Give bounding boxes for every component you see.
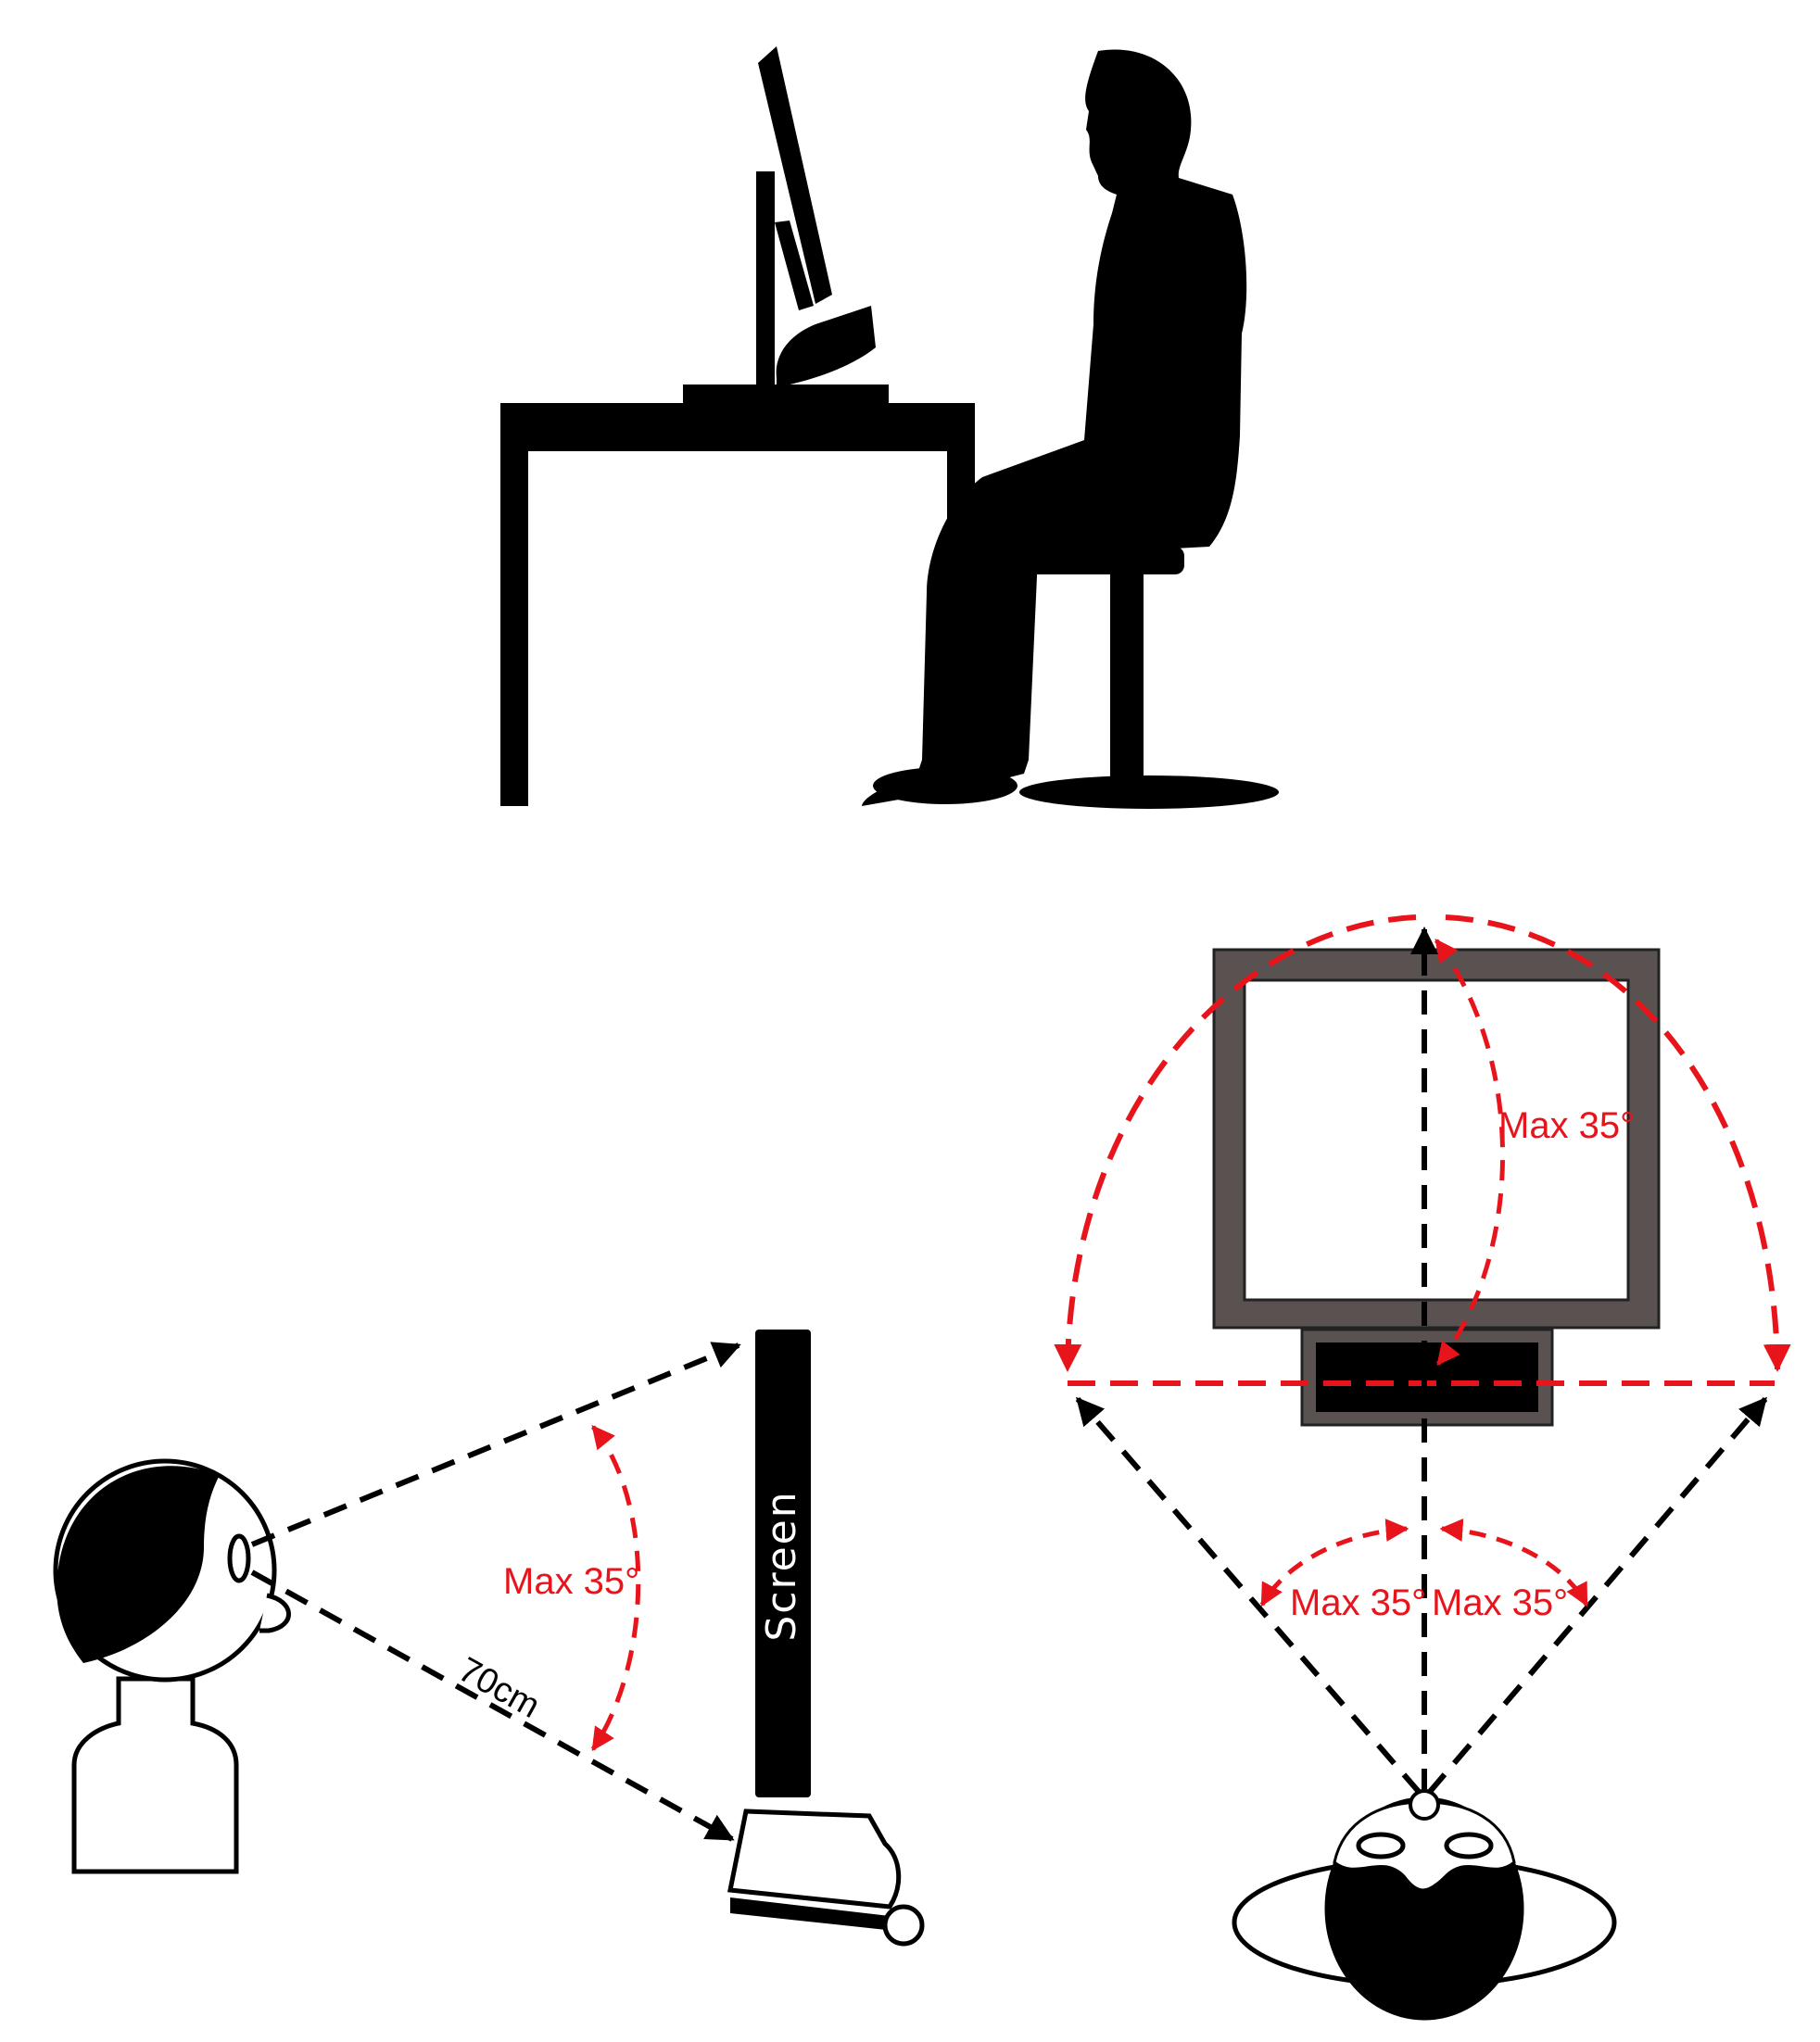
- top-vertical-angle-label: Max 35°: [1498, 1105, 1635, 1146]
- top-person-nose: [1409, 1789, 1440, 1821]
- top-outer-arc-right: [1445, 914, 1791, 1372]
- top-person-eye-left: [1356, 1832, 1406, 1859]
- top-person-face: [1333, 1800, 1516, 1892]
- keyboard-silhouette: [776, 306, 876, 387]
- person-shoe: [873, 767, 1017, 804]
- top-person-eye-right: [1444, 1832, 1494, 1859]
- screen-label: Screen: [758, 1490, 805, 1641]
- person-hair: [57, 1466, 220, 1663]
- chair-silhouette: [1019, 547, 1279, 809]
- side-angle-arc: [590, 1425, 641, 1752]
- top-outer-arc-left: [1054, 914, 1417, 1372]
- top-left-angle-arc: [1259, 1519, 1409, 1607]
- top-right-angle-arc: [1439, 1519, 1589, 1607]
- monitor-silhouette: [756, 46, 832, 389]
- top-sight-left: [1075, 1396, 1422, 1795]
- side-angle-label: Max 35°: [503, 1561, 639, 1602]
- workstation-silhouette: [500, 46, 1279, 809]
- person-body-outline: [71, 1676, 239, 1874]
- sight-line-lower: [250, 1569, 735, 1842]
- desk: [500, 384, 975, 806]
- person-eye: [227, 1533, 251, 1583]
- person-nose: [259, 1593, 291, 1633]
- side-screen: [755, 1330, 811, 1797]
- top-right-angle-label: Max 35°: [1432, 1582, 1568, 1623]
- top-view: Max 35° Max 35° Max 35°: [1054, 914, 1791, 2021]
- side-keyboard: [727, 1809, 925, 1947]
- top-sight-right: [1426, 1396, 1768, 1795]
- sight-line-upper: [250, 1342, 741, 1547]
- side-view: Screen Max 35° 70cm: [53, 1330, 925, 1947]
- person-silhouette: [862, 49, 1247, 807]
- distance-label: 70cm: [452, 1650, 547, 1726]
- top-left-angle-label: Max 35°: [1290, 1582, 1426, 1623]
